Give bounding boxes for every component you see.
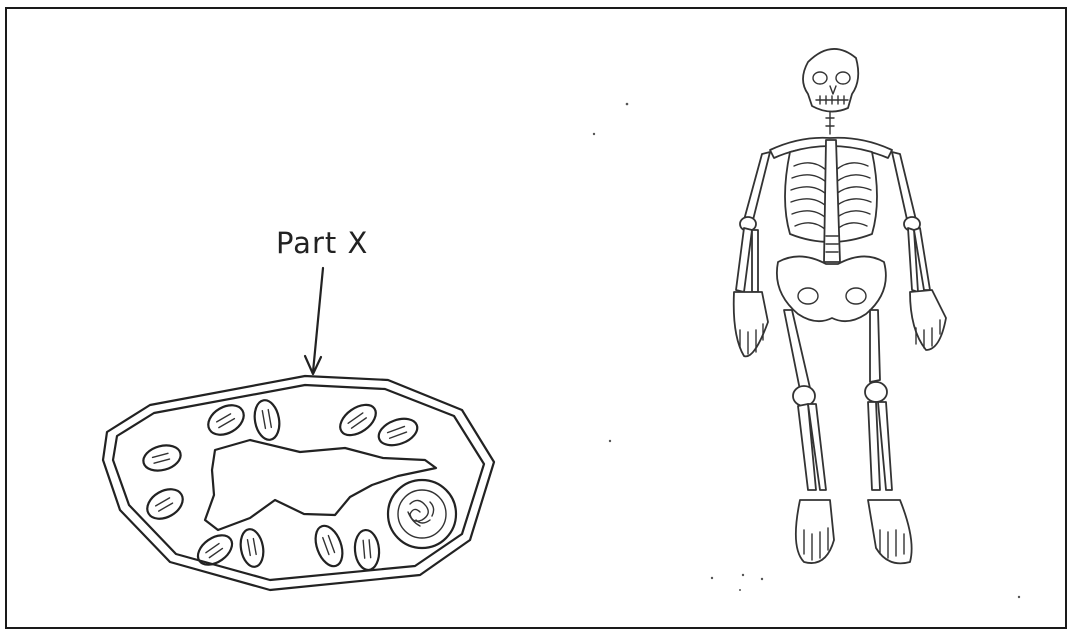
chloroplast xyxy=(353,529,380,571)
chloroplast xyxy=(193,529,238,570)
skull xyxy=(803,49,858,112)
chloroplast xyxy=(141,441,184,474)
chloroplast xyxy=(142,483,188,525)
chloroplast xyxy=(238,527,266,568)
plant-cell xyxy=(103,376,494,590)
vacuole xyxy=(205,440,436,530)
chloroplast xyxy=(203,399,249,441)
right-leg xyxy=(865,310,912,563)
part-x-arrow xyxy=(305,268,323,374)
chloroplast xyxy=(375,414,421,450)
human-skeleton xyxy=(734,49,946,563)
left-leg xyxy=(784,310,834,563)
chloroplast xyxy=(252,398,283,442)
cell-membrane xyxy=(113,385,484,580)
chloroplast xyxy=(311,522,348,570)
left-arm xyxy=(734,152,770,356)
nucleus xyxy=(388,480,456,548)
chloroplast xyxy=(335,399,382,442)
right-arm xyxy=(892,152,946,350)
